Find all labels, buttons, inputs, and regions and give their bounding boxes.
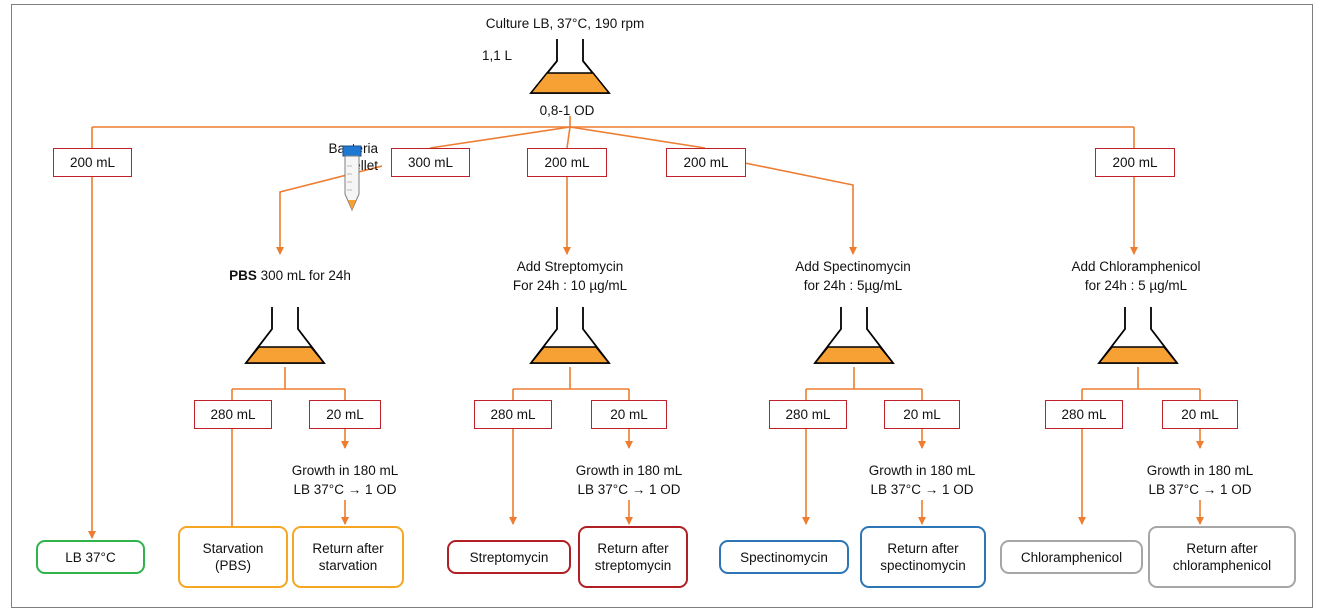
pbs-growth-label: Growth in 180 mL LB 37°C → 1 OD [292,461,399,499]
strep-treatment-line2: For 24h : 10 µg/mL [512,278,628,293]
spect-return-box: Return after spectinomycin [860,526,986,588]
strep-return-line2: streptomycin [594,558,672,573]
pbs-stress-box: Starvation (PBS) [178,526,288,588]
control-volume-box: 200 mL [53,148,132,177]
strep-growth-label: Growth in 180 mL LB 37°C → 1 OD [576,461,683,499]
pbs-return-box: Return after starvation [292,526,404,588]
chlor-flask-icon [1097,307,1179,364]
pbs-stress-line1: Starvation [202,541,264,556]
pbs-20-box: 20 mL [309,400,381,429]
centrifuge-tube-icon [342,145,362,212]
chlor-treatment-label: Add Chloramphenicol for 24h : 5 µg/mL [1071,257,1200,295]
pbs-growth-line2: LB 37°C → 1 OD [293,482,397,497]
spect-volume-box: 200 mL [666,148,746,177]
pbs-treatment-rest: 300 mL for 24h [256,268,351,283]
chlor-growth-line1: Growth in 180 mL [1146,463,1254,478]
strep-280-box: 280 mL [474,400,552,429]
spect-return-line1: Return after [887,541,959,556]
chlor-return-box: Return after chloramphenicol [1148,526,1296,588]
strep-return-line1: Return after [597,541,669,556]
chlor-growth-label: Growth in 180 mL LB 37°C → 1 OD [1147,461,1254,499]
spect-280-box: 280 mL [769,400,847,429]
spect-treatment-line1: Add Spectinomycin [795,259,911,274]
pbs-280-box: 280 mL [194,400,272,429]
chlor-treatment-line1: Add Chloramphenicol [1071,259,1201,274]
spect-growth-line2: LB 37°C → 1 OD [870,482,974,497]
spect-flask-icon [813,307,895,364]
spect-growth-line1: Growth in 180 mL [868,463,976,478]
chlor-treatment-line2: for 24h : 5 µg/mL [1084,278,1188,293]
strep-growth-line2: LB 37°C → 1 OD [577,482,681,497]
pbs-growth-line1: Growth in 180 mL [291,463,399,478]
culture-od: 0,8-1 OD [539,103,595,118]
pbs-arrow [276,165,383,255]
strep-treatment-label: Add Streptomycin For 24h : 10 µg/mL [513,257,627,295]
culture-title: Culture LB, 37°C, 190 rpm [485,16,645,31]
pbs-return-line1: Return after [312,541,384,556]
chlor-20-box: 20 mL [1162,400,1238,429]
spect-arrow [739,161,857,255]
chlor-280-box: 280 mL [1045,400,1123,429]
spect-stress-box: Spectinomycin [719,540,849,574]
strep-20-box: 20 mL [591,400,667,429]
spect-20-box: 20 mL [884,400,960,429]
strep-treatment-line1: Add Streptomycin [516,259,624,274]
culture-flask-icon [529,39,611,94]
control-output-box: LB 37°C [36,540,145,574]
pbs-return-line2: starvation [318,558,378,573]
pbs-treatment-label: PBS 300 mL for 24h [229,267,351,285]
diagram-frame [11,4,1313,608]
strep-flask-icon [529,307,611,364]
chlor-stress-box: Chloramphenicol [1000,540,1143,574]
spect-treatment-label: Add Spectinomycin for 24h : 5µg/mL [795,257,911,295]
chlor-return-line2: chloramphenicol [1172,558,1272,573]
pbs-treatment-bold: PBS [229,268,257,283]
pbs-flask-icon [244,307,326,364]
spect-treatment-line2: for 24h : 5µg/mL [803,278,903,293]
strep-volume-box: 200 mL [527,148,607,177]
chlor-growth-line2: LB 37°C → 1 OD [1148,482,1252,497]
spect-return-line2: spectinomycin [880,558,966,573]
culture-volume: 1,1 L [482,48,513,63]
chlor-return-line1: Return after [1186,541,1258,556]
strep-stress-box: Streptomycin [447,540,571,574]
spect-growth-label: Growth in 180 mL LB 37°C → 1 OD [869,461,976,499]
pbs-volume-box: 300 mL [391,148,470,177]
strep-growth-line1: Growth in 180 mL [575,463,683,478]
pbs-stress-line2: (PBS) [214,558,251,573]
chlor-volume-box: 200 mL [1095,148,1175,177]
strep-return-box: Return after streptomycin [578,526,688,588]
